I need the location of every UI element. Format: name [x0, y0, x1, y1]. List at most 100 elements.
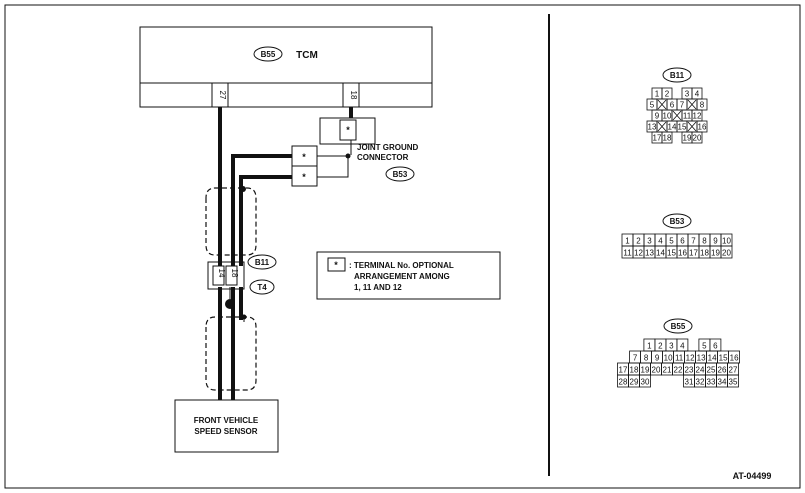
- b11-pin-number: 7: [680, 101, 685, 110]
- b55-pin-number: 17: [619, 366, 628, 375]
- b53-pin-number: 9: [713, 237, 718, 246]
- b55-pin-number: 24: [696, 366, 705, 375]
- b11-pin-number: 18: [663, 134, 672, 143]
- b11-pin-number: 11: [683, 112, 692, 121]
- b55-cell: [727, 374, 739, 388]
- note-mark: *: [334, 260, 338, 270]
- b55-pin-number: 5: [702, 342, 707, 351]
- b11-pin-number: 16: [698, 123, 707, 132]
- note-line-3: 1, 11 AND 12: [354, 283, 402, 292]
- b55-pin-number: 13: [697, 354, 706, 363]
- b55-pin-number: 7: [633, 354, 638, 363]
- b11-blank-pin: [657, 121, 667, 132]
- b53-code: B53: [670, 217, 685, 226]
- joint-ground-title-2: CONNECTOR: [357, 153, 409, 162]
- b53-pin-number: 13: [645, 249, 654, 258]
- b55-pin-number: 8: [644, 354, 649, 363]
- b11-pin-number: 8: [700, 101, 705, 110]
- b55-pin-number: 33: [707, 378, 716, 387]
- b55-pin-number: 6: [713, 342, 718, 351]
- tcm-pin-b: 18: [349, 91, 358, 100]
- b11-blank-pin: [672, 110, 682, 121]
- b53-pin-number: 1: [625, 237, 630, 246]
- joint-ground-title-1: JOINT GROUND: [357, 143, 419, 152]
- front-vehicle-speed-sensor: FRONT VEHICLE SPEED SENSOR: [174, 399, 279, 453]
- b53-pin-number: 2: [636, 237, 641, 246]
- b55-pin-number: 31: [685, 378, 694, 387]
- b55-pin-number: 29: [630, 378, 639, 387]
- b11-cell: [661, 131, 673, 144]
- b11-pin-number: 10: [663, 112, 672, 121]
- terminal-note: * : TERMINAL No. OPTIONAL ARRANGEMENT AM…: [316, 251, 501, 300]
- b55-pin-number: 19: [641, 366, 650, 375]
- b55-pin-number: 9: [655, 354, 660, 363]
- b11-pin-number: 14: [668, 123, 677, 132]
- tcm-pin-a: 27: [218, 91, 227, 100]
- joint-mark-low: *: [302, 172, 306, 182]
- tcm-unit: B55 TCM 27 18: [139, 26, 433, 108]
- b55-pin-number: 23: [685, 366, 694, 375]
- b53-pin-number: 8: [702, 237, 707, 246]
- b55-pin-number: 34: [718, 378, 727, 387]
- b11-cell: [691, 131, 703, 144]
- b55-code-oval: [663, 318, 693, 334]
- b11-pin-number: 5: [650, 101, 655, 110]
- joint-ground-connector: * * * JOINT GROUND CONNECTOR B53: [291, 117, 419, 187]
- b53-pin-number: 3: [647, 237, 652, 246]
- b53-pin-number: 14: [656, 249, 665, 258]
- b55-pin-number: 2: [658, 342, 663, 351]
- b53-pin-number: 17: [689, 249, 698, 258]
- sensor-line-2: SPEED SENSOR: [194, 427, 257, 436]
- b11-pin-number: 2: [665, 90, 670, 99]
- tcm-code: B55: [261, 50, 276, 59]
- b55-pin-number: 15: [719, 354, 728, 363]
- b11-blank-pin: [687, 99, 697, 110]
- b11-pin-number: 17: [653, 134, 662, 143]
- b11-pin-number: 3: [685, 90, 690, 99]
- b11-code-oval: [662, 67, 692, 83]
- b55-pin-number: 32: [696, 378, 705, 387]
- b53-pin-number: 15: [667, 249, 676, 258]
- figure-id: AT-04499: [733, 471, 772, 481]
- b11-code: B11: [670, 71, 685, 80]
- outer-frame: [4, 4, 801, 489]
- b55-code: B55: [671, 322, 686, 331]
- sensor-line-1: FRONT VEHICLE: [194, 416, 259, 425]
- t4-code: T4: [257, 283, 267, 292]
- joint-mark-mid: *: [302, 152, 306, 162]
- b53-code-oval: [662, 213, 692, 229]
- b53-pin-number: 18: [700, 249, 709, 258]
- b53-pin-number: 6: [680, 237, 685, 246]
- shield-upper: [205, 187, 257, 256]
- b11-pin-number: 15: [678, 123, 687, 132]
- b53-pin-number: 12: [634, 249, 643, 258]
- b55-pin-number: 18: [630, 366, 639, 375]
- b55-pin-number: 14: [708, 354, 717, 363]
- b55-pin-number: 21: [663, 366, 672, 375]
- b53-pin-number: 19: [711, 249, 720, 258]
- b53-pin-number: 7: [691, 237, 696, 246]
- inline-connector-b11: 14 18 B11 T4: [207, 254, 277, 295]
- b11-pin-number: 12: [693, 112, 702, 121]
- b53-pin-number: 16: [678, 249, 687, 258]
- tcm-label: TCM: [296, 50, 318, 61]
- b11-pin-number: 4: [695, 90, 700, 99]
- b55-pin-number: 26: [718, 366, 727, 375]
- b53-cell: [720, 245, 733, 259]
- wire-harness: [218, 107, 353, 400]
- b11-pin-number: 20: [693, 134, 702, 143]
- b53-pin-number: 5: [669, 237, 674, 246]
- b11-pin-a: 14: [217, 269, 226, 278]
- b11-code: B11: [255, 258, 270, 267]
- note-line-1: : TERMINAL No. OPTIONAL: [349, 261, 454, 270]
- b55-pin-number: 10: [664, 354, 673, 363]
- b53-pin-number: 20: [722, 249, 731, 258]
- b55-pin-number: 4: [680, 342, 685, 351]
- joint-ground-code: B53: [393, 170, 408, 179]
- b53-pin-number: 10: [722, 237, 731, 246]
- b55-pin-number: 30: [641, 378, 650, 387]
